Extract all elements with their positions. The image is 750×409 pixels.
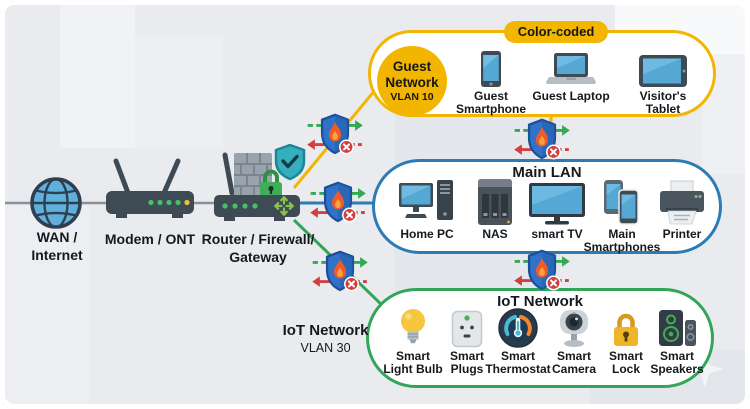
shield-check-icon <box>274 143 306 181</box>
guest-network-vlan: VLAN 10 <box>390 90 434 103</box>
guest-laptop: Guest Laptop <box>529 48 613 103</box>
light-bulb-icon <box>401 309 425 344</box>
printer-icon <box>660 180 704 225</box>
guest-smartphone: Guest Smartphone <box>449 48 533 117</box>
background-shape <box>60 0 135 148</box>
visitors-tablet: Visitor's Tablet <box>621 48 705 117</box>
desktop-pc-icon <box>399 180 453 220</box>
device-label: Smart Speakers <box>650 349 704 377</box>
device-label: Main Smartphones <box>583 227 661 255</box>
smart-plugs: Smart Plugs <box>431 306 503 377</box>
globe-icon <box>30 177 82 229</box>
device-label: Smart Plugs <box>449 349 484 377</box>
device-label: Visitor's Tablet <box>639 89 687 117</box>
iot-network-title: IoT Network <box>497 293 583 310</box>
background-shape <box>0 205 90 409</box>
device-label: NAS <box>482 227 508 241</box>
smart-plug-icon <box>451 310 483 348</box>
smart-tv: smart TV <box>517 176 597 241</box>
smart-camera: Smart Camera <box>538 306 610 377</box>
iot-network-container <box>366 288 714 388</box>
smartphones-icon <box>604 180 639 225</box>
device-label: Smart Lock <box>608 349 643 377</box>
router-firewall-icon <box>214 143 306 221</box>
firewall-shield-icon <box>513 249 571 292</box>
modem-icon <box>106 158 194 218</box>
lock-icon <box>614 313 638 346</box>
laptop-icon <box>546 53 596 84</box>
device-label: Smart Thermostat <box>485 349 551 377</box>
main-lan-title: Main LAN <box>512 164 582 181</box>
firewall-shield-icon <box>309 181 367 224</box>
iot-branch-label: IoT Network VLAN 30 <box>268 322 383 355</box>
thermostat-icon <box>498 308 538 348</box>
device-label: smart TV <box>531 227 583 241</box>
smart-thermostat: Smart Thermostat <box>482 306 554 377</box>
nas: NAS <box>455 176 535 241</box>
smart-light-bulb: Smart Light Bulb <box>377 306 449 377</box>
firewall-shield-icon <box>311 250 369 293</box>
camera-icon <box>560 310 588 347</box>
modem-label: Modem / ONT <box>104 231 196 247</box>
firewall-shield-icon <box>306 113 364 156</box>
tablet-icon <box>639 55 687 87</box>
device-label: Smart Light Bulb <box>383 349 443 377</box>
guest-network-name: Guest Network <box>385 59 439 90</box>
guest-network-bubble: Guest Network VLAN 10 <box>377 46 447 116</box>
device-label: Printer <box>662 227 702 241</box>
smart-lock: Smart Lock <box>590 306 662 377</box>
iot-branch-title: IoT Network <box>282 322 369 339</box>
color-coded-badge: Color-coded <box>504 21 608 43</box>
printer: Printer <box>642 176 722 241</box>
nas-icon <box>478 179 512 225</box>
iot-branch-vlan: VLAN 30 <box>300 341 351 355</box>
smart-speakers: Smart Speakers <box>641 306 713 377</box>
router-label: Router / Firewall/ Gateway <box>201 231 315 265</box>
main-smartphones: Main Smartphones <box>582 176 662 255</box>
speakers-icon <box>659 310 696 346</box>
firewall-shield-icon <box>513 118 571 161</box>
background-shape <box>135 36 223 148</box>
arrows-cross-icon <box>274 196 294 216</box>
device-label: Guest Laptop <box>532 89 610 103</box>
wan-label: WAN / Internet <box>31 229 83 263</box>
smartphone-icon <box>481 51 501 87</box>
device-label: Smart Camera <box>551 349 597 377</box>
device-label: Home PC <box>400 227 454 241</box>
lock-icon <box>260 169 282 198</box>
smart-tv-icon <box>529 183 585 225</box>
device-label: Guest Smartphone <box>455 89 526 117</box>
home-pc: Home PC <box>387 176 467 241</box>
